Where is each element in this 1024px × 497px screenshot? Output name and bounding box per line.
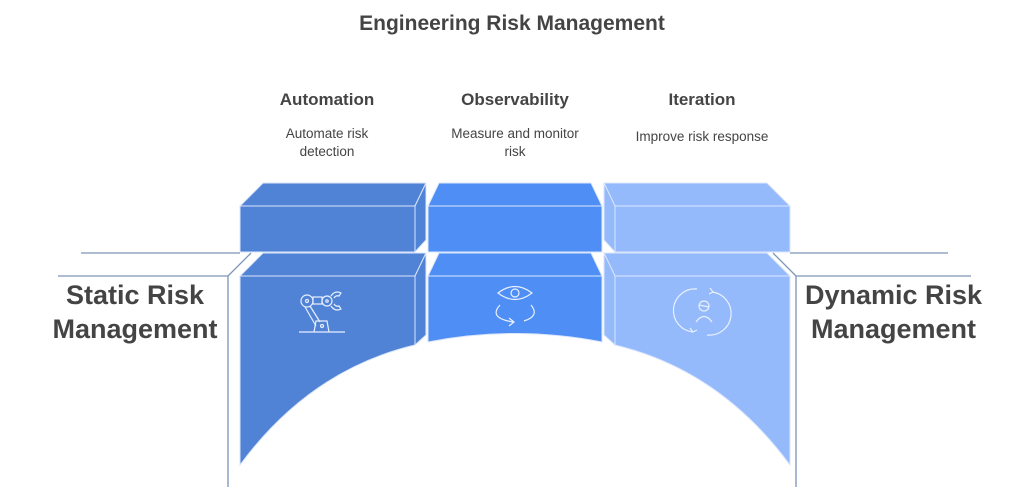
eye-cycle-icon — [495, 285, 535, 327]
heading-iteration: Iteration — [668, 90, 736, 109]
robot-arm-icon — [299, 291, 345, 333]
description-iteration: Improve risk response — [635, 129, 769, 144]
top-box-automation — [238, 182, 427, 254]
heading-automation: Automation — [279, 90, 375, 109]
description-observability: Measure and monitor risk — [451, 126, 579, 159]
description-automation: Automate risk detection — [285, 126, 369, 159]
lower-box-iteration — [603, 252, 792, 467]
guide-lines — [58, 252, 971, 487]
lower-box-automation — [238, 252, 427, 467]
person-cycle-icon — [672, 287, 732, 336]
top-box-observability — [427, 182, 603, 253]
heading-observability: Observability — [461, 90, 569, 109]
top-box-iteration — [603, 182, 792, 254]
lower-box-observability — [427, 252, 603, 343]
dynamic-risk-label: Dynamic Risk Management — [804, 280, 983, 344]
static-risk-label: Static Risk Management — [52, 280, 218, 344]
diagram-title: Engineering Risk Management — [359, 12, 665, 35]
